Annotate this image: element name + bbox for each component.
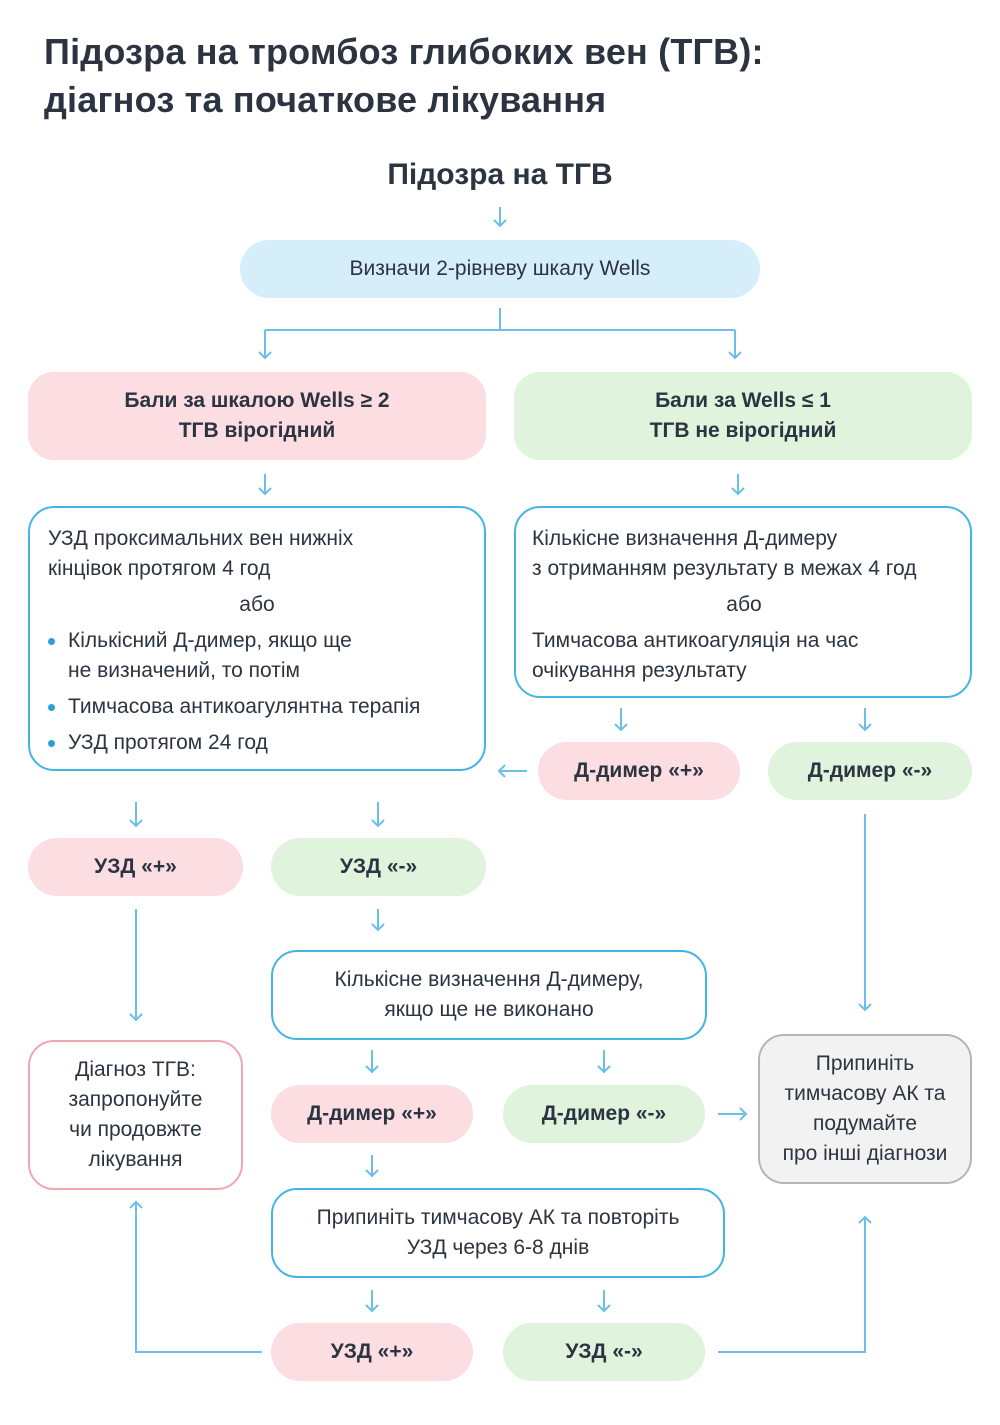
diagnosis-line3: чи продовжте — [69, 1118, 202, 1141]
left-box-or: або — [239, 593, 275, 616]
ddimer-negative-2: Д-димер «-» — [503, 1085, 705, 1143]
diagnosis-line4: лікування — [88, 1148, 183, 1171]
left-box-bullet1-line2: не визначений, то потім — [68, 659, 300, 682]
ddimer-positive-1: Д-димер «+» — [538, 742, 740, 800]
start-node: Підозра на ТГВ — [387, 158, 613, 191]
arrow-usneg2-stop — [718, 1215, 872, 1353]
stop-anticoagulation-box: Припиніть тимчасову АК та подумайте про … — [758, 1034, 972, 1184]
ddimer-positive-2: Д-димер «+» — [271, 1085, 473, 1143]
ultrasound-negative-1: УЗД «-» — [271, 838, 486, 896]
title-line-1: Підозра на тромбоз глибоких вен (ТГВ): — [44, 31, 764, 72]
title-line-2: діагноз та початкове лікування — [44, 79, 607, 120]
left-box-bullet1-line1: Кількісний Д-димер, якщо ще — [68, 629, 352, 652]
wells-unlikely-line2: ТГВ не вірогідний — [649, 419, 837, 442]
right-box-or: або — [726, 593, 762, 616]
left-box-bullet-3: УЗД протягом 24 год — [48, 728, 466, 758]
right-workup-box: Кількісне визначення Д-димеру з отриманн… — [514, 506, 972, 698]
ultrasound-positive-2: УЗД «+» — [271, 1323, 473, 1381]
left-box-bullet-1: Кількісний Д-димер, якщо ще не визначени… — [48, 626, 466, 686]
left-workup-box: УЗД проксимальних вен нижніх кінцівок пр… — [28, 506, 486, 771]
left-box-line2: кінцівок протягом 4 год — [48, 557, 271, 580]
wells-unlikely-node: Бали за Wells ≤ 1 ТГВ не вірогідний — [514, 372, 972, 460]
diagnosis-line1: Діагноз ТГВ: — [75, 1058, 196, 1081]
stop-box-line1: Припиніть — [815, 1052, 915, 1075]
diagnosis-line2: запропонуйте — [68, 1088, 203, 1111]
stop-box-line3: подумайте — [812, 1112, 917, 1135]
right-box-line1: Кількісне визначення Д-димеру — [532, 527, 838, 550]
ultrasound-negative-2: УЗД «-» — [503, 1323, 705, 1381]
ddimer-negative-1: Д-димер «-» — [768, 742, 972, 800]
page-title: Підозра на тромбоз глибоких вен (ТГВ): д… — [44, 28, 764, 124]
left-box-line1: УЗД проксимальних вен нижніх — [48, 527, 354, 550]
wells-likely-node: Бали за шкалою Wells ≥ 2 ТГВ вірогідний — [28, 372, 486, 460]
wells-likely-line2: ТГВ вірогідний — [178, 419, 336, 442]
right-box-line4: очікування результату — [532, 659, 747, 682]
quant-box-line2: якщо ще не виконано — [384, 998, 594, 1021]
wells-score-node: Визначи 2-рівневу шкалу Wells — [240, 240, 760, 298]
arrow-uspos2-diagnosis — [129, 1200, 262, 1353]
quant-box-line1: Кількісне визначення Д-димеру, — [334, 968, 644, 991]
left-box-bullet2-text: Тимчасова антикоагулянтна терапія — [68, 695, 421, 718]
dvt-diagnosis-box: Діагноз ТГВ: запропонуйте чи продовжте л… — [28, 1040, 243, 1190]
line-wells-split — [265, 308, 735, 331]
wells-likely-line1: Бали за шкалою Wells ≥ 2 — [124, 389, 390, 412]
ultrasound-positive-1: УЗД «+» — [28, 838, 243, 896]
right-box-line3: Тимчасова антикоагуляція на час — [532, 629, 859, 652]
left-box-bullet3-text: УЗД протягом 24 год — [68, 731, 268, 754]
right-box-line2: з отриманням результату в межах 4 год — [532, 557, 917, 580]
repeat-box-line2: УЗД через 6-8 днів — [406, 1236, 590, 1259]
quantitative-ddimer-box: Кількісне визначення Д-димеру, якщо ще н… — [271, 950, 707, 1040]
wells-unlikely-line1: Бали за Wells ≤ 1 — [655, 389, 831, 412]
stop-box-line4: про інші діагнози — [782, 1142, 948, 1165]
repeat-box-line1: Припиніть тимчасову АК та повторіть — [316, 1206, 680, 1229]
stop-box-line2: тимчасову АК та — [784, 1082, 946, 1105]
repeat-ultrasound-box: Припиніть тимчасову АК та повторіть УЗД … — [271, 1188, 725, 1278]
left-box-bullet-2: Тимчасова антикоагулянтна терапія — [48, 692, 466, 722]
